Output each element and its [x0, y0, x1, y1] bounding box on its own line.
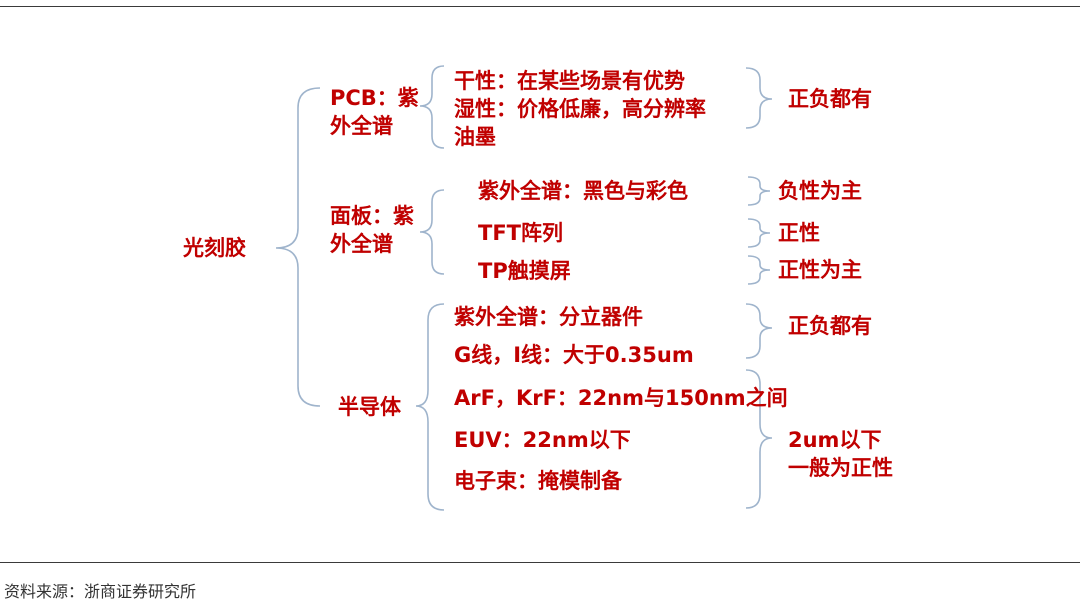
- panel-item-tft: TFT阵列: [478, 221, 563, 245]
- bottom-rule: [0, 562, 1080, 563]
- semi-right-bracket-1: [745, 303, 773, 359]
- panel-item-color: 紫外全谱：黑色与彩色: [478, 179, 688, 203]
- root-bracket: [275, 87, 321, 407]
- pcb-item-wet: 湿性：价格低廉，高分辨率: [454, 97, 706, 121]
- panel-right-bracket-3: [747, 255, 771, 285]
- semi-right-bracket-2: [745, 369, 773, 509]
- semiconductor-bracket: [415, 303, 445, 511]
- branch-label-semiconductor: 半导体: [338, 395, 401, 419]
- semi-item-gi-line: G线，I线：大于0.35um: [454, 343, 694, 367]
- pcb-bracket: [419, 65, 445, 149]
- panel-note-1: 负性为主: [778, 179, 862, 203]
- semi-note-2: 2um以下一般为正性: [788, 428, 893, 480]
- source-note: 资料来源：浙商证券研究所: [4, 582, 197, 601]
- branch-label-panel: 面板：紫外全谱: [330, 204, 414, 256]
- panel-note-3: 正性为主: [778, 258, 862, 282]
- panel-item-tp: TP触摸屏: [478, 259, 571, 283]
- pcb-item-ink: 油墨: [454, 125, 496, 149]
- panel-bracket: [419, 189, 445, 275]
- semi-item-ebeam: 电子束：掩模制备: [454, 469, 622, 493]
- root-node: 光刻胶: [183, 236, 246, 260]
- branch-label-pcb: PCB：紫外全谱: [330, 86, 419, 138]
- panel-note-2: 正性: [778, 221, 820, 245]
- semi-item-discrete: 紫外全谱：分立器件: [454, 305, 643, 329]
- panel-right-bracket-2: [747, 218, 771, 248]
- panel-right-bracket-1: [747, 176, 771, 206]
- semi-note-1: 正负都有: [788, 314, 872, 338]
- semi-item-arf-krf: ArF，KrF：22nm与150nm之间: [454, 386, 788, 410]
- pcb-right-bracket: [745, 67, 773, 129]
- pcb-item-dry: 干性：在某些场景有优势: [454, 69, 685, 93]
- semi-item-euv: EUV：22nm以下: [454, 428, 631, 452]
- pcb-note: 正负都有: [788, 87, 872, 111]
- top-rule: [0, 6, 1080, 7]
